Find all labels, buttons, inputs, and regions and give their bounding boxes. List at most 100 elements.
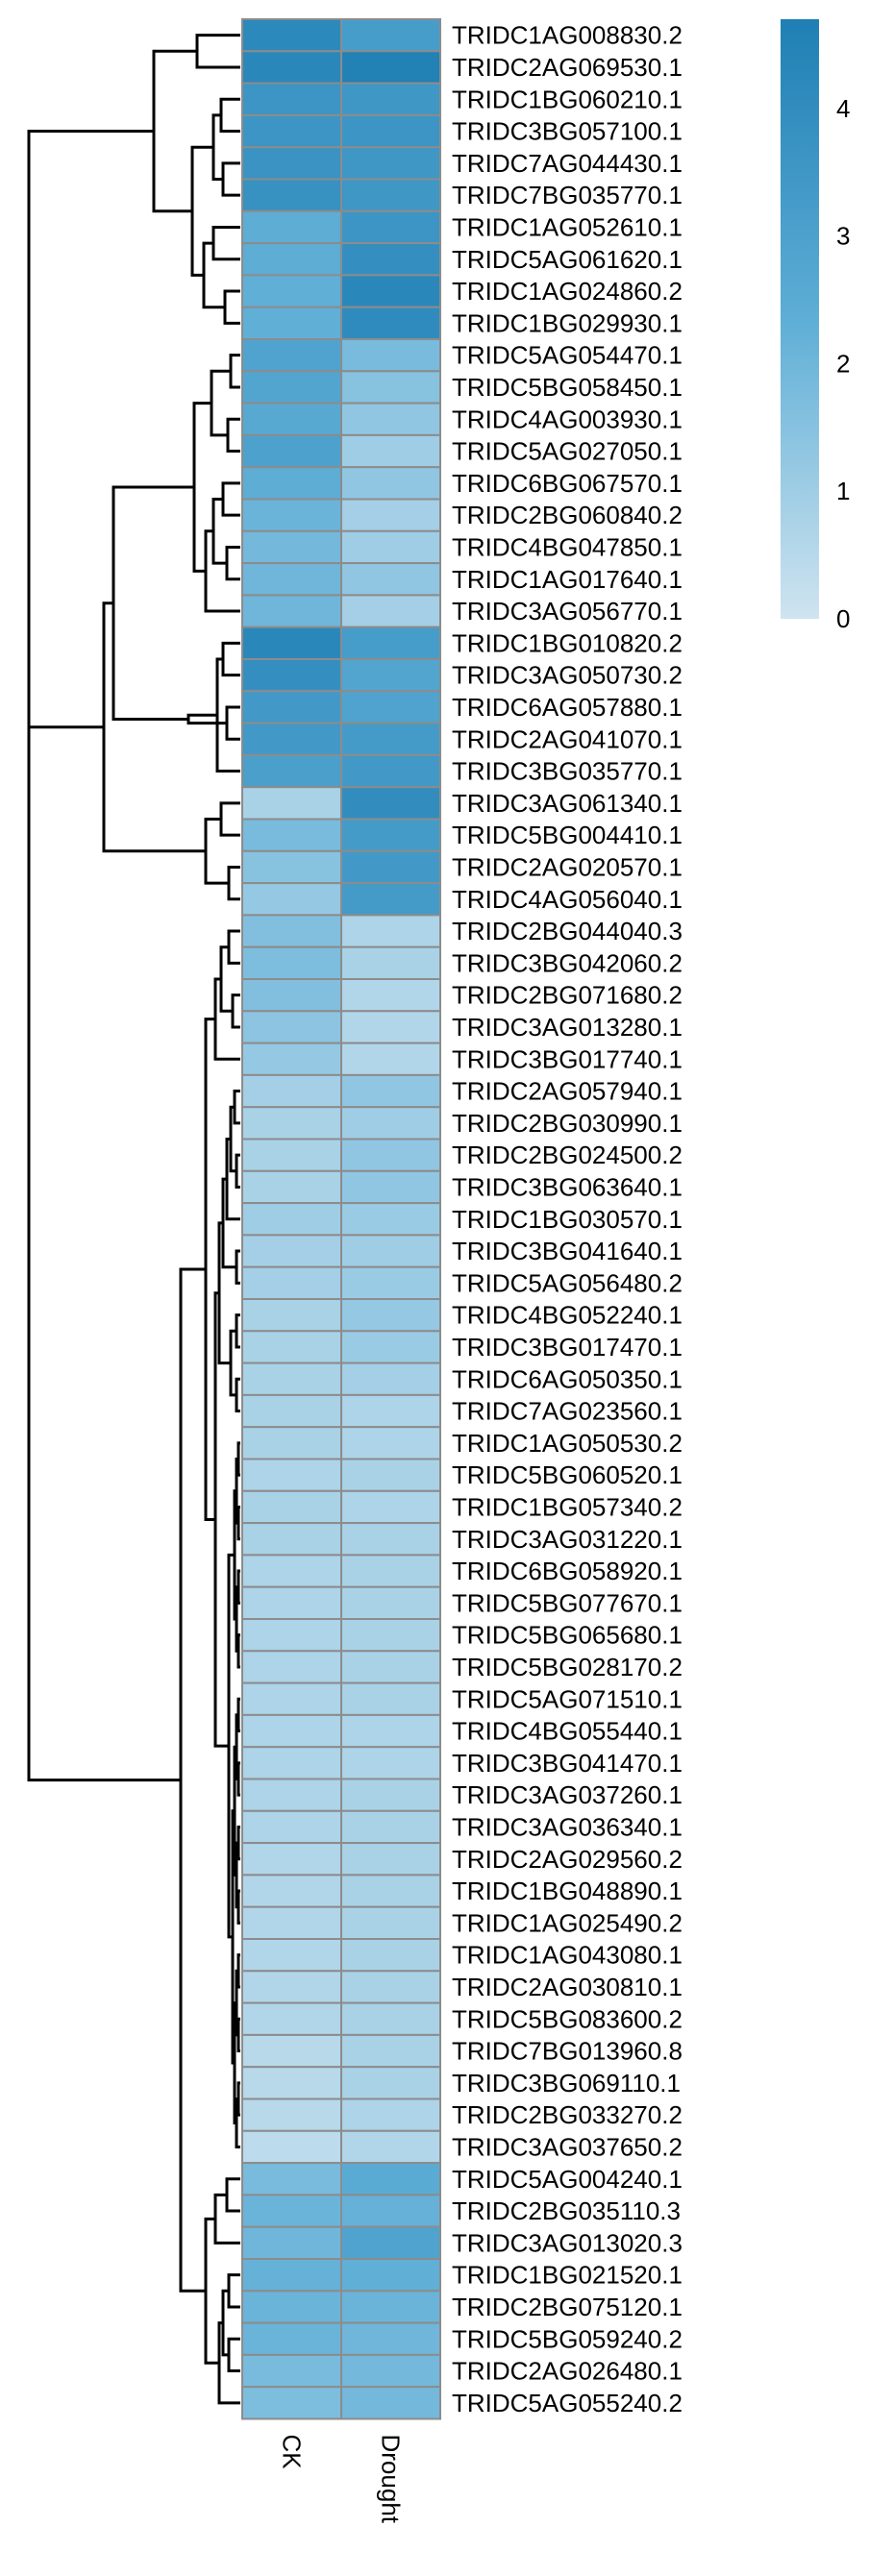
heatmap-cell [241, 1713, 342, 1749]
dendrogram-branch [217, 1221, 231, 1365]
heatmap-cell [340, 1650, 441, 1684]
heatmap-cell [241, 1298, 342, 1333]
dendrogram-branch [225, 2177, 240, 2213]
heatmap-cell [241, 178, 342, 212]
heatmap-cell [340, 1393, 441, 1429]
row-label: TRIDC3BG057100.1 [452, 117, 683, 146]
row-label: TRIDC5BG059240.2 [452, 2324, 683, 2353]
heatmap-cell [241, 1265, 342, 1300]
row-label: TRIDC5AG055240.2 [452, 2389, 683, 2417]
row-label: TRIDC4BG047850.1 [452, 532, 683, 561]
dendrogram-branch [235, 1249, 240, 1285]
dendrogram-branch [221, 1177, 236, 1269]
row-label: TRIDC3AG031220.1 [452, 1525, 683, 1554]
heatmap-cell [241, 1842, 342, 1877]
heatmap-cell [340, 370, 441, 405]
heatmap-cell [340, 2386, 441, 2420]
heatmap-cell [241, 722, 342, 756]
heatmap-cell [241, 2321, 342, 2356]
heatmap-cell [340, 786, 441, 821]
heatmap-cell [340, 1618, 441, 1653]
row-label: TRIDC1BG060210.1 [452, 85, 683, 113]
heatmap-cell [241, 2225, 342, 2260]
heatmap-cell [340, 1905, 441, 1940]
heatmap-cell [241, 1106, 342, 1141]
row-label: TRIDC2BG071680.2 [452, 981, 683, 1010]
dendrogram-branch [195, 34, 240, 69]
legend-tick-label: 1 [836, 477, 850, 505]
heatmap-cell [241, 242, 342, 277]
heatmap-cell [241, 2353, 342, 2389]
heatmap-cell [340, 2129, 441, 2165]
heatmap-cell [241, 1362, 342, 1396]
heatmap-cell [241, 818, 342, 852]
row-label: TRIDC2BG024500.2 [452, 1141, 683, 1169]
heatmap-cell [340, 1874, 441, 1908]
row-label: TRIDC2AG029560.2 [452, 1845, 683, 1874]
row-label: TRIDC3AG061340.1 [452, 789, 683, 818]
heatmap-cell [241, 1681, 342, 1716]
dendrogram-branch [221, 641, 240, 677]
heatmap-cell [340, 2353, 441, 2389]
heatmap-cell [241, 1234, 342, 1268]
dendrogram-branch [213, 1291, 229, 1748]
dendrogram-branch [179, 1267, 206, 2293]
row-label: TRIDC4BG055440.1 [452, 1717, 683, 1746]
dendrogram-branch [192, 402, 211, 573]
dendrogram-branch [231, 994, 240, 1029]
row-label: TRIDC6AG050350.1 [452, 1364, 683, 1393]
row-label: TRIDC7BG035770.1 [452, 181, 683, 209]
heatmap-cell [241, 50, 342, 85]
heatmap-cell [241, 2386, 342, 2420]
row-label: TRIDC1AG024860.2 [452, 277, 683, 306]
row-label: TRIDC6BG067570.1 [452, 469, 683, 498]
heatmap-cell [340, 1202, 441, 1237]
heatmap-cell [340, 914, 441, 948]
heatmap-cell [340, 1426, 441, 1460]
dendrogram-branch [235, 1313, 240, 1349]
dendrogram-branch [211, 225, 240, 261]
heatmap-cell [340, 1842, 441, 1877]
row-label: TRIDC5AG056480.2 [452, 1268, 683, 1297]
row-label: TRIDC3AG037650.2 [452, 2132, 683, 2161]
row-label: TRIDC2AG041070.1 [452, 724, 683, 753]
dendrogram-branch [226, 417, 240, 454]
heatmap-cell [340, 242, 441, 277]
dendrogram-branch [236, 1825, 240, 1861]
legend-tick-label: 0 [836, 604, 850, 633]
row-label: TRIDC5BG083600.2 [452, 2004, 683, 2033]
row-label: TRIDC5BG077670.1 [452, 1588, 683, 1617]
dendrogram-branch [204, 529, 240, 613]
heatmap-cell [340, 1522, 441, 1557]
heatmap-cell [340, 2162, 441, 2196]
heatmap-cell [340, 1010, 441, 1044]
dendrogram-branch [221, 481, 240, 517]
row-label: TRIDC2BG033270.2 [452, 2100, 683, 2129]
heatmap-cell [340, 1042, 441, 1076]
heatmap-cell [340, 1809, 441, 1845]
dendrogram-branch [211, 498, 227, 565]
heatmap-cell [241, 2194, 342, 2228]
heatmap-cell [340, 1970, 441, 2004]
heatmap-cell [241, 849, 342, 885]
heatmap-cell [340, 306, 441, 341]
heatmap-cell [340, 945, 441, 981]
heatmap-cell [241, 2001, 342, 2036]
dendrogram-branch [229, 354, 240, 389]
legend-colorbar [781, 19, 819, 619]
heatmap-cell [340, 2321, 441, 2356]
heatmap-cell [340, 753, 441, 789]
dendrogram-branch [219, 945, 233, 1013]
column-label: Drought [377, 2435, 406, 2524]
row-labels: TRIDC1AG008830.2TRIDC2AG069530.1TRIDC1BG… [452, 21, 683, 2417]
heatmap-cell [340, 2033, 441, 2069]
heatmap-cell [241, 978, 342, 1013]
heatmap-cell [241, 529, 342, 565]
heatmap-cell [241, 466, 342, 501]
dendrogram-branch [225, 705, 240, 741]
heatmap-cell [340, 658, 441, 693]
heatmap-cell [241, 2098, 342, 2132]
heatmap-cell [241, 753, 342, 789]
